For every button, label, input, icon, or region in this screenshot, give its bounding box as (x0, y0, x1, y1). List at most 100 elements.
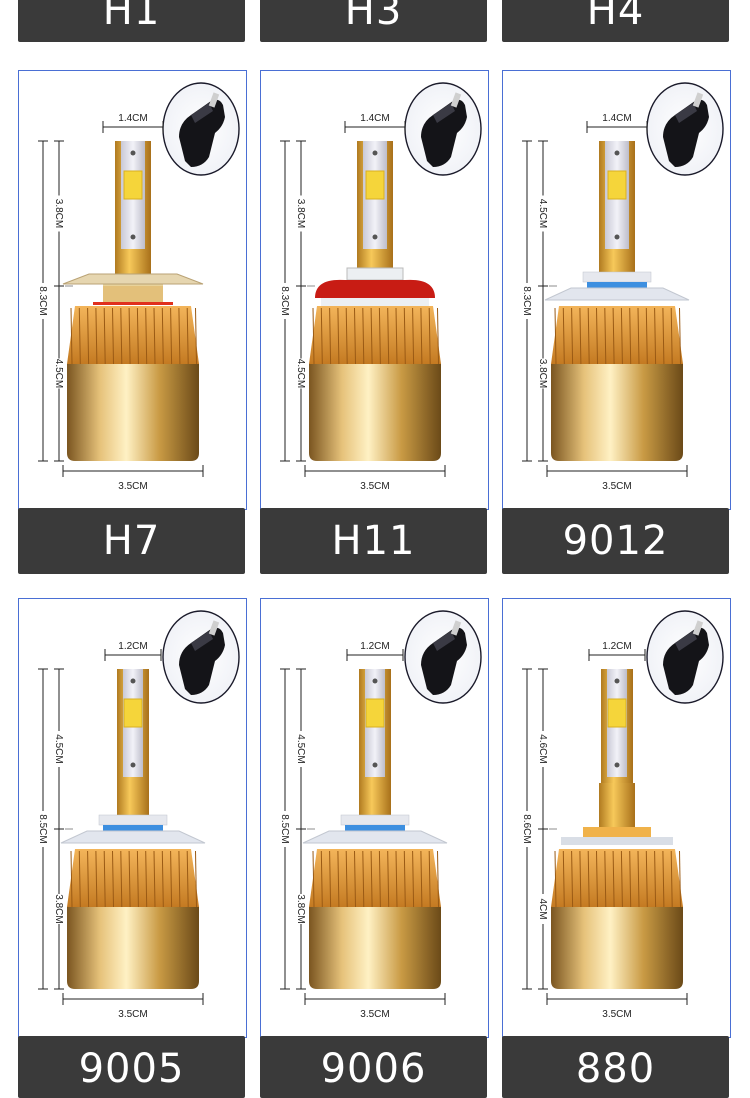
heat-sink-fins (551, 849, 683, 908)
height-dimensions: 8.3CM 4.5CM 3.8CM (521, 140, 557, 462)
base-width-dimension: 3.5CM (62, 993, 204, 1020)
label-h7: H7 (18, 508, 245, 574)
bulb-can (309, 364, 441, 461)
bulb-card-h7: 1.4CM 3.5CM 8.3CM 3.8CM 4.5CM (18, 70, 247, 510)
bulb-card-9005: 1.2CM 3.5CM 8.5CM 4.5CM 3.8CM (18, 598, 247, 1038)
base-width-label: 3.5CM (118, 1009, 147, 1020)
total-height-label: 8.6CM (521, 814, 532, 843)
connector-bubble (404, 610, 482, 704)
total-height-label: 8.3CM (521, 286, 532, 315)
bulb-neck (357, 141, 393, 286)
upper-height-label: 3.8CM (295, 199, 306, 228)
heat-sink-fins (67, 306, 199, 365)
label-h4: H4 (502, 0, 729, 42)
led-chip (123, 170, 143, 200)
base-width-label: 3.5CM (360, 481, 389, 492)
base-width-label: 3.5CM (360, 1009, 389, 1020)
bulb-can (67, 907, 199, 989)
heat-sink-fins (551, 306, 683, 365)
led-chip (607, 170, 627, 200)
top-width-dimension: 1.4CM (102, 113, 164, 133)
bulb-illustration: 1.4CM 3.5CM 8.3CM 4.5CM 3.8CM (521, 82, 724, 492)
bulb-illustration: 1.2CM 3.5CM 8.5CM 4.5CM 3.8CM (279, 610, 482, 1020)
lower-height-label: 3.8CM (537, 359, 548, 388)
upper-height-label: 4.5CM (537, 199, 548, 228)
base-width-dimension: 3.5CM (62, 465, 204, 492)
height-dimensions: 8.3CM 3.8CM 4.5CM (37, 140, 73, 462)
led-chip (607, 698, 627, 728)
upper-height-label: 4.5CM (53, 734, 64, 763)
lower-height-label: 4.5CM (53, 359, 64, 388)
upper-height-label: 4.5CM (295, 734, 306, 763)
label-h3: H3 (260, 0, 487, 42)
bulb-base-ring (60, 814, 206, 844)
base-width-label: 3.5CM (602, 481, 631, 492)
bulb-can (551, 907, 683, 989)
height-dimensions: 8.6CM 4.6CM 4CM (521, 668, 557, 990)
connector-plug-icon (179, 92, 225, 167)
lower-height-label: 3.8CM (295, 894, 306, 923)
bulb-neck (599, 141, 635, 286)
top-width-label: 1.4CM (360, 113, 389, 124)
connector-plug-icon (179, 620, 225, 695)
bulb-illustration: 1.4CM 3.5CM 8.3CM 3.8CM 4.5CM (37, 82, 240, 492)
total-height-label: 8.3CM (37, 286, 48, 315)
upper-height-label: 4.6CM (537, 734, 548, 763)
top-width-dimension: 1.2CM (346, 641, 404, 661)
connector-plug-icon (663, 92, 709, 167)
connector-bubble (162, 610, 240, 704)
label-9005: 9005 (18, 1036, 245, 1098)
top-width-label: 1.2CM (602, 641, 631, 652)
top-width-dimension: 1.4CM (586, 113, 648, 133)
led-chip (365, 170, 385, 200)
base-width-label: 3.5CM (118, 481, 147, 492)
bulb-base-ring (315, 267, 435, 306)
bulb-can (309, 907, 441, 989)
bulb-can (67, 364, 199, 461)
top-width-dimension: 1.2CM (104, 641, 162, 661)
base-width-dimension: 3.5CM (304, 993, 446, 1020)
lower-height-label: 3.8CM (53, 894, 64, 923)
connector-plug-icon (421, 92, 467, 167)
connector-bubble (646, 610, 724, 704)
top-width-label: 1.2CM (118, 641, 147, 652)
bulb-base-ring (62, 273, 204, 305)
bulb-neck (117, 669, 149, 829)
bulb-illustration: 1.2CM 3.5CM 8.5CM 4.5CM 3.8CM (37, 610, 240, 1020)
top-width-label: 1.4CM (602, 113, 631, 124)
label-9012: 9012 (502, 508, 729, 574)
base-width-dimension: 3.5CM (304, 465, 446, 492)
top-width-dimension: 1.2CM (588, 641, 646, 661)
top-width-dimension: 1.4CM (344, 113, 406, 133)
bulb-neck (359, 669, 391, 829)
bulb-card-9006: 1.2CM 3.5CM 8.5CM 4.5CM 3.8CM (260, 598, 489, 1038)
connector-plug-icon (663, 620, 709, 695)
height-dimensions: 8.5CM 4.5CM 3.8CM (279, 668, 315, 990)
connector-bubble (162, 82, 240, 176)
total-height-label: 8.5CM (37, 814, 48, 843)
bulb-card-9012: 1.4CM 3.5CM 8.3CM 4.5CM 3.8CM (502, 70, 731, 510)
bulb-card-880: 1.2CM 3.5CM 8.6CM 4.6CM 4CM (502, 598, 731, 1038)
total-height-label: 8.5CM (279, 814, 290, 843)
total-height-label: 8.3CM (279, 286, 290, 315)
label-880: 880 (502, 1036, 729, 1098)
led-chip (365, 698, 385, 728)
connector-plug-icon (421, 620, 467, 695)
connector-bubble (404, 82, 482, 176)
upper-height-label: 3.8CM (53, 199, 64, 228)
label-9006: 9006 (260, 1036, 487, 1098)
base-width-dimension: 3.5CM (546, 993, 688, 1020)
base-width-dimension: 3.5CM (546, 465, 688, 492)
bulb-base-ring (302, 814, 448, 844)
label-h1: H1 (18, 0, 245, 42)
base-width-label: 3.5CM (602, 1009, 631, 1020)
top-width-label: 1.2CM (360, 641, 389, 652)
bulb-neck (115, 141, 151, 286)
bulb-base-ring (561, 783, 673, 845)
bulb-base-ring (544, 271, 690, 301)
heat-sink-fins (309, 306, 441, 365)
lower-height-label: 4CM (537, 898, 548, 919)
bulb-can (551, 364, 683, 461)
